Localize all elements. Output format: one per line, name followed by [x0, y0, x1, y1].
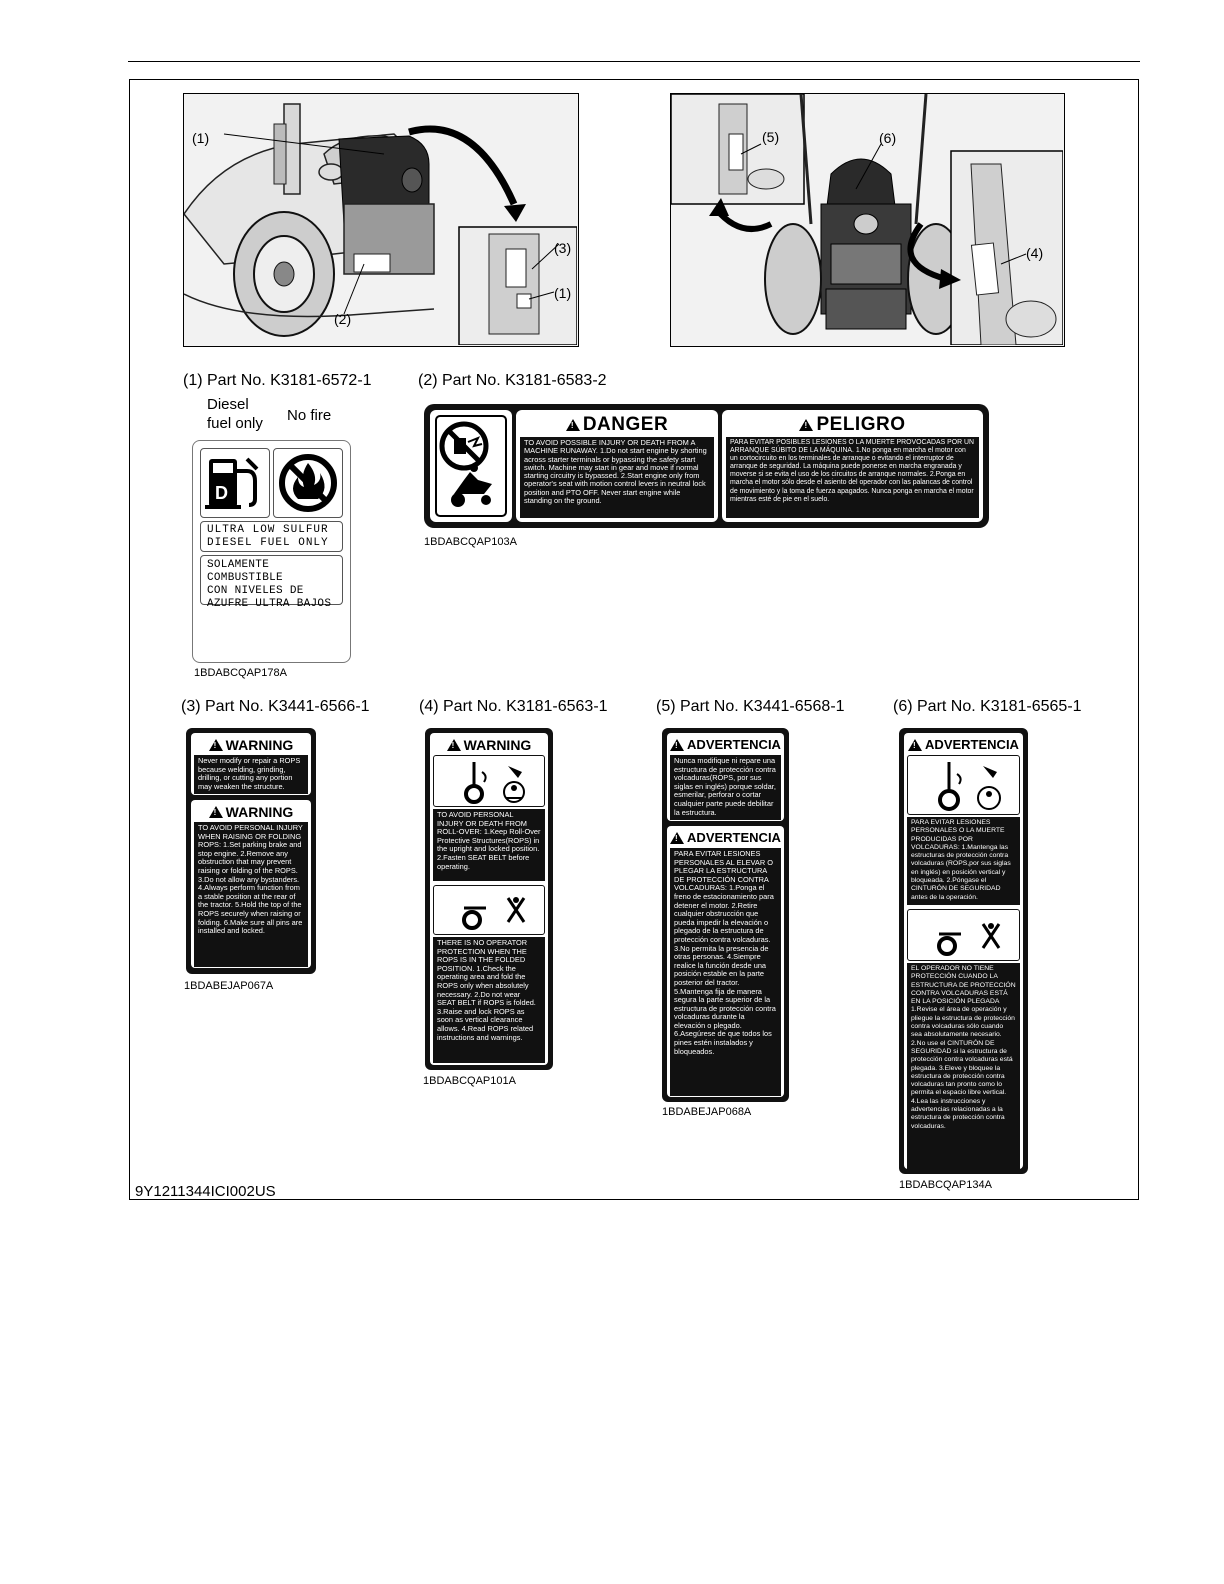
alert-triangle-icon: !	[446, 738, 461, 751]
decal3-heading2: WARNING	[225, 803, 294, 820]
decal6-text1: PARA EVITAR LESIONES PERSONALES O LA MUE…	[907, 817, 1020, 905]
callout-1: (1)	[192, 130, 210, 146]
decal3-rops-warning: !WARNING Never modify or repair a ROPS b…	[186, 728, 316, 974]
mower-side-drawing	[184, 94, 577, 345]
rops-upright-pictogram	[433, 755, 545, 807]
callout-4: (4)	[1026, 245, 1044, 261]
alert-triangle-icon: !	[565, 418, 580, 431]
decal5-section1: !ADVERTENCIA Nunca modifique ni repare u…	[667, 733, 784, 821]
decal3-ref-code: 1BDABEJAP067A	[184, 980, 274, 992]
decal5-heading1: ADVERTENCIA	[687, 737, 781, 752]
runaway-pictogram	[430, 410, 512, 522]
peligro-heading-text: PELIGRO	[816, 413, 906, 435]
decal1-label-diesel-line1: Diesel	[207, 396, 249, 413]
decal6-rops-advertencia: !ADVERTENCIA PARA EVITAR LESIONES PERSON…	[899, 728, 1028, 1174]
diesel-pump-icon: D	[200, 448, 270, 518]
decal6-body: !ADVERTENCIA PARA EVITAR LESIONES PERSON…	[904, 733, 1023, 1174]
decal1-caption: (1) Part No. K3181-6572-1	[183, 372, 372, 389]
decal1-label-nofire: No fire	[287, 407, 332, 424]
decal1-box1-line1: ULTRA LOW SULFUR	[207, 524, 329, 536]
rops-folded-pictogram	[907, 909, 1020, 961]
mower-side-illustration: (1) (2) (3) (1)	[183, 93, 579, 347]
decal5-text2: PARA EVITAR LESIONES PERSONALES AL ELEVA…	[670, 848, 781, 1096]
danger-heading: ! DANGER	[520, 413, 714, 436]
decal3-section2: !WARNING TO AVOID PERSONAL INJURY WHEN R…	[191, 800, 311, 968]
decal4-ref-code: 1BDABCQAP101A	[423, 1075, 516, 1087]
decal3-caption: (3) Part No. K3441-6566-1	[181, 698, 370, 715]
callout-2: (2)	[334, 311, 352, 327]
callout-5: (5)	[762, 129, 780, 145]
decal2-danger-label: ! DANGER TO AVOID POSSIBLE INJURY OR DEA…	[424, 404, 989, 528]
figure-frame	[129, 79, 1139, 1200]
decal3-heading1: WARNING	[225, 736, 294, 753]
decal3-text2: TO AVOID PERSONAL INJURY WHEN RAISING OR…	[194, 822, 308, 967]
callout-1-inset: (1)	[554, 285, 572, 301]
decal1-box2-line2: CON NIVELES DE	[207, 585, 304, 597]
decal4-body: !WARNING TO AVOID PERSONAL INJURY OR DEA…	[430, 733, 548, 1065]
decal5-ref-code: 1BDABEJAP068A	[662, 1106, 752, 1118]
callout-3: (3)	[554, 240, 572, 256]
decal1-box2-line1: SOLAMENTE COMBUSTIBLE	[207, 559, 283, 584]
alert-triangle-icon: !	[908, 738, 923, 751]
decal5-rops-advertencia: !ADVERTENCIA Nunca modifique ni repare u…	[662, 728, 789, 1102]
rops-upright-pictogram	[907, 755, 1020, 815]
decal5-caption: (5) Part No. K3441-6568-1	[656, 698, 845, 715]
decal1-box1-line2: DIESEL FUEL ONLY	[207, 537, 329, 549]
decal3-section1: !WARNING Never modify or repair a ROPS b…	[191, 733, 311, 795]
header-rule	[128, 61, 1140, 62]
no-fire-icon	[273, 448, 343, 518]
danger-heading-text: DANGER	[582, 413, 669, 435]
mower-rear-illustration: (5) (6) (4)	[670, 93, 1065, 347]
ultra-low-sulfur-spanish: SOLAMENTE COMBUSTIBLE CON NIVELES DE AZU…	[200, 555, 343, 610]
decal2-caption: (2) Part No. K3181-6583-2	[418, 372, 607, 389]
callout-6: (6)	[879, 130, 897, 146]
decal5-heading2: ADVERTENCIA	[687, 830, 781, 845]
decal5-section2: !ADVERTENCIA PARA EVITAR LESIONES PERSON…	[667, 826, 784, 1097]
ultra-low-sulfur-english: ULTRA LOW SULFUR DIESEL FUEL ONLY	[200, 521, 343, 552]
peligro-heading: ! PELIGRO	[726, 413, 979, 436]
decal4-rops-warning: !WARNING TO AVOID PERSONAL INJURY OR DEA…	[425, 728, 553, 1070]
danger-body-text: TO AVOID POSSIBLE INJURY OR DEATH FROM A…	[520, 437, 714, 518]
decal4-heading: WARNING	[463, 736, 532, 753]
decal1-box2-line3: AZUFRE ULTRA BAJOS	[207, 598, 332, 610]
document-code: 9Y1211344ICI002US	[135, 1183, 276, 1200]
decal4-text2: THERE IS NO OPERATOR PROTECTION WHEN THE…	[433, 937, 545, 1063]
danger-panel-spanish: ! PELIGRO PARA EVITAR POSIBLES LESIONES …	[722, 410, 983, 522]
alert-triangle-icon: !	[670, 738, 685, 751]
decal5-text1: Nunca modifique ni repare una estructura…	[670, 755, 781, 820]
decal6-text2: EL OPERADOR NO TIENE PROTECCIÓN CUANDO L…	[907, 963, 1020, 1174]
decal4-caption: (4) Part No. K3181-6563-1	[419, 698, 608, 715]
decal1-fuel-label: D ULTRA LOW SULFUR DIESEL FUEL ONLY SOLA…	[192, 440, 351, 663]
alert-triangle-icon: !	[799, 418, 814, 431]
decal2-ref-code: 1BDABCQAP103A	[424, 536, 517, 548]
alert-triangle-icon: !	[208, 805, 223, 818]
decal1-ref-code: 1BDABCQAP178A	[194, 667, 287, 679]
decal1-label-diesel-line2: fuel only	[207, 415, 263, 432]
decal3-text1: Never modify or repair a ROPS because we…	[194, 755, 308, 794]
decal4-text1: TO AVOID PERSONAL INJURY OR DEATH FROM R…	[433, 809, 545, 881]
alert-triangle-icon: !	[670, 831, 685, 844]
mower-rear-drawing	[671, 94, 1063, 345]
rops-folded-pictogram	[433, 885, 545, 935]
danger-panel-english: ! DANGER TO AVOID POSSIBLE INJURY OR DEA…	[516, 410, 718, 522]
svg-text:D: D	[215, 483, 228, 503]
decal6-heading: ADVERTENCIA	[925, 737, 1019, 752]
peligro-body-text: PARA EVITAR POSIBLES LESIONES O LA MUERT…	[726, 437, 979, 518]
decal6-caption: (6) Part No. K3181-6565-1	[893, 698, 1082, 715]
alert-triangle-icon: !	[208, 738, 223, 751]
decal6-ref-code: 1BDABCQAP134A	[899, 1179, 992, 1191]
